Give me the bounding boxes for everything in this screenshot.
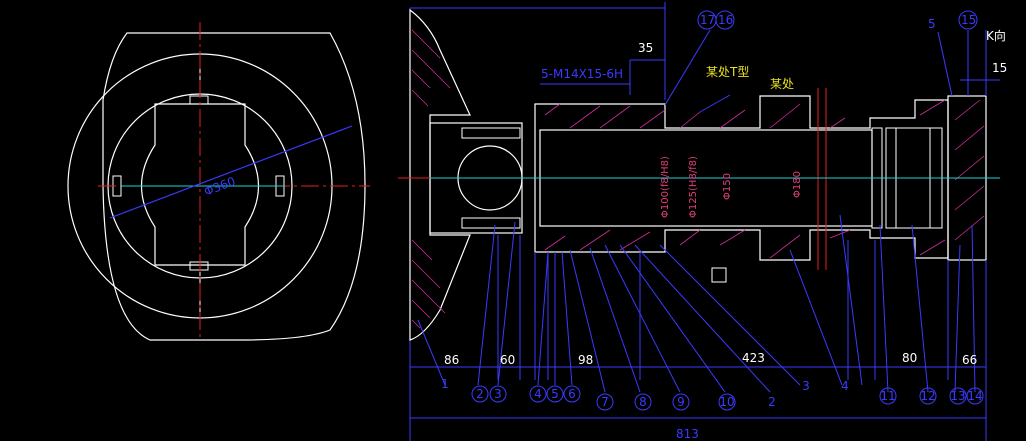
balloon-label-3: 3 <box>802 379 810 393</box>
note-top-left: 某处T型 <box>706 65 749 79</box>
balloon-circle <box>949 387 967 405</box>
balloon-group-top: 17 16 15 5 <box>697 10 978 31</box>
balloon-circle <box>546 385 564 403</box>
balloon-label-6: 6 <box>568 387 576 401</box>
dim-35: 35 <box>638 41 653 55</box>
balloon-label-10: 10 <box>719 395 734 409</box>
balloon-circle <box>471 385 489 403</box>
balloon-label-2: 2 <box>768 395 776 409</box>
balloon-circle <box>879 387 897 405</box>
right-section-view: 35 5-M14X15-6H 15 K向 某处T型 某处 Φ100(f8/H8)… <box>398 2 1007 441</box>
balloon-15: 15 <box>961 13 976 27</box>
balloon-circle <box>718 393 736 411</box>
balloon-label-4: 4 <box>534 387 542 401</box>
note-top-right: 某处 <box>770 77 794 91</box>
dim-15: 15 <box>992 61 1007 75</box>
balloon-label-5: 5 <box>551 387 559 401</box>
dim-d2: Φ125(H8/f8) <box>688 156 699 218</box>
dim-60: 60 <box>500 353 515 367</box>
balloon-circle <box>966 387 984 405</box>
dim-66: 66 <box>962 353 977 367</box>
left-bolt-bottom <box>189 261 209 271</box>
balloon-17: 17 <box>700 13 715 27</box>
dim-98: 98 <box>578 353 593 367</box>
balloon-circle <box>563 385 581 403</box>
balloon-circle <box>672 393 690 411</box>
balloon-16: 16 <box>718 13 733 27</box>
balloon-label-1: 1 <box>441 377 449 391</box>
balloon-label-13: 13 <box>950 389 965 403</box>
balloon-label-9: 9 <box>677 395 685 409</box>
dim-423: 423 <box>742 351 765 365</box>
balloon-5-top: 5 <box>928 17 936 31</box>
left-outer-contour <box>102 32 366 341</box>
balloon-label-4: 4 <box>841 379 849 393</box>
dim-813: 813 <box>676 427 699 441</box>
balloon-label-2: 2 <box>476 387 484 401</box>
balloon-circle <box>634 393 652 411</box>
dim-80: 80 <box>902 351 917 365</box>
balloon-label-11: 11 <box>880 389 895 403</box>
balloon-circle <box>919 387 937 405</box>
left-bolt-top <box>189 95 209 105</box>
left-bore-key <box>140 103 260 266</box>
balloon-label-12: 12 <box>920 389 935 403</box>
dim-d4: Φ180 <box>792 171 803 198</box>
support-bracket <box>409 8 471 341</box>
dim-86: 86 <box>444 353 459 367</box>
left-end-view: Φ360 <box>67 22 370 341</box>
dim-d3: Φ150 <box>722 173 733 200</box>
balloon-label-14: 14 <box>967 389 982 403</box>
balloon-circle <box>489 385 507 403</box>
balloon-label-8: 8 <box>639 395 647 409</box>
balloon-label-3: 3 <box>494 387 502 401</box>
balloon-circle <box>596 393 614 411</box>
diameter-dim-line <box>109 125 353 219</box>
marker-square <box>711 267 727 283</box>
thread-spec: 5-M14X15-6H <box>541 67 623 81</box>
section-mark-k: K向 <box>986 28 1006 43</box>
dim-d1: Φ100(f8/H8) <box>660 156 671 218</box>
balloon-circle <box>529 385 547 403</box>
balloon-label-7: 7 <box>601 395 609 409</box>
